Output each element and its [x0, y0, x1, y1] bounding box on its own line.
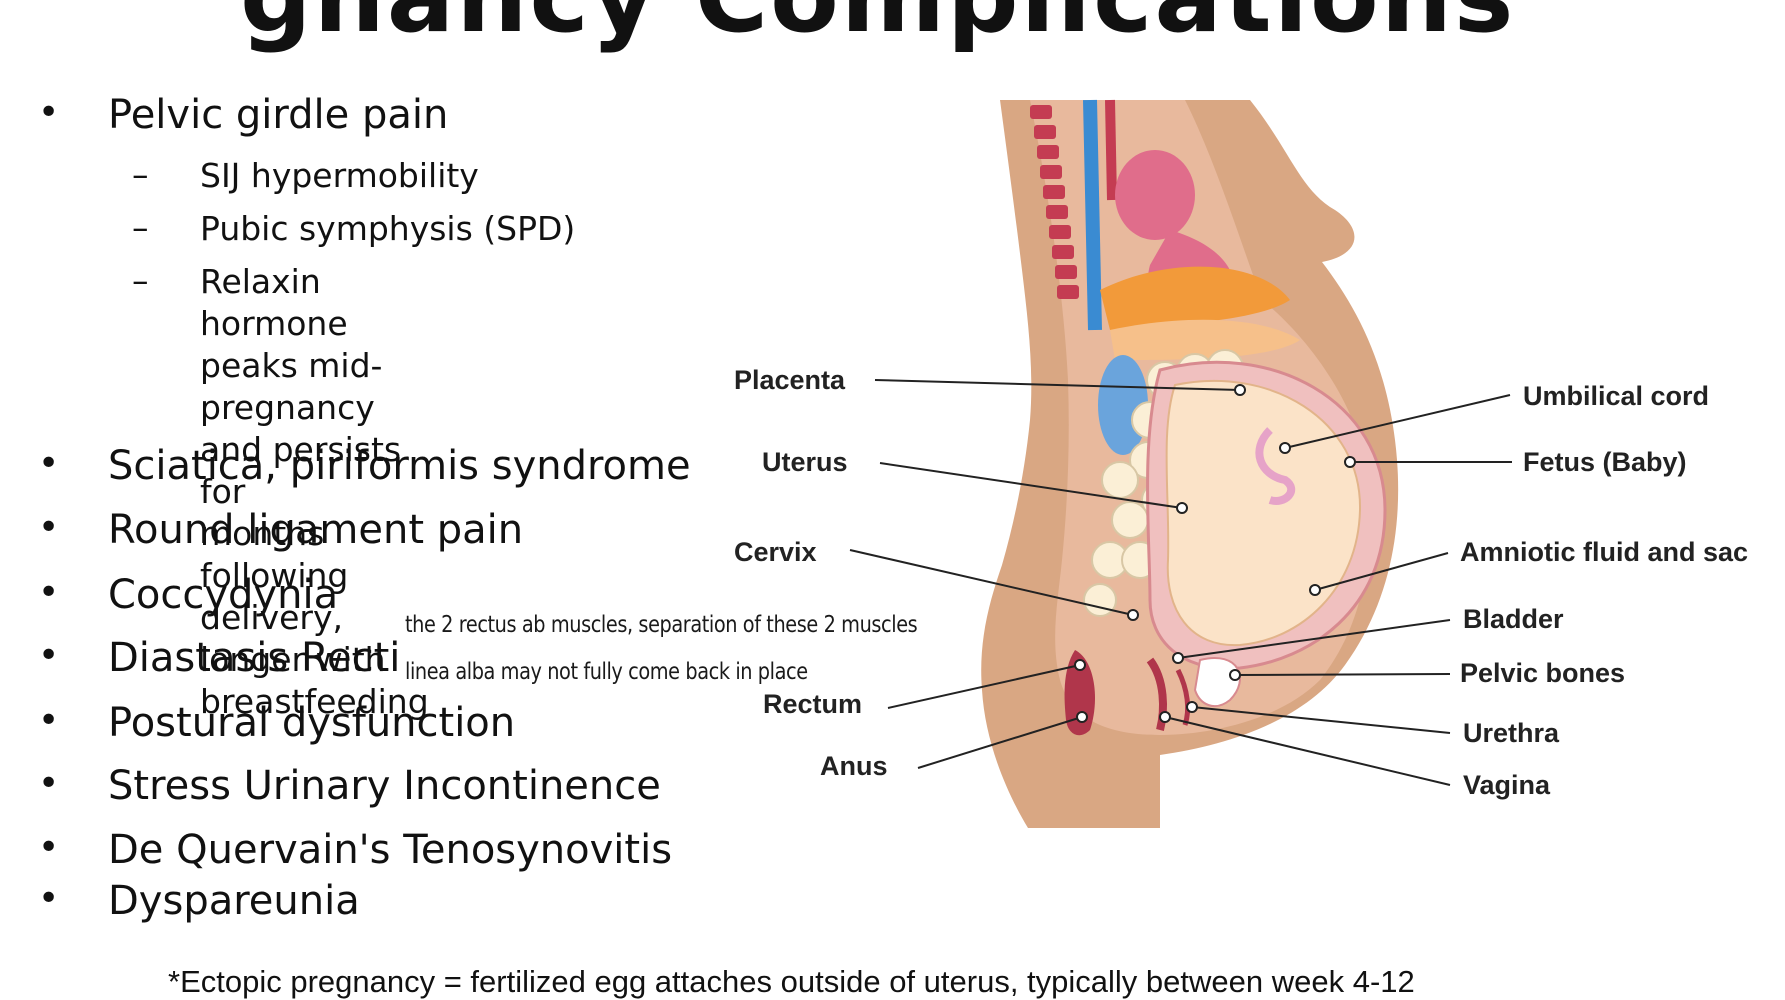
footnote: *Ectopic pregnancy = fertilized egg atta…	[168, 964, 1415, 999]
label-urethra: Urethra	[1463, 718, 1560, 748]
label-rectum: Rectum	[763, 689, 863, 719]
amniotic-leader-line	[1314, 552, 1449, 591]
rectum-leader-line	[887, 664, 1081, 709]
placenta-pointer	[1234, 384, 1246, 396]
label-bladder: Bladder	[1463, 604, 1564, 634]
sub-bullet-marker: –	[132, 208, 149, 247]
urethra-pointer	[1186, 701, 1198, 713]
blood-vessel	[1083, 99, 1102, 331]
anus-leader-line	[917, 716, 1083, 769]
liver	[1100, 266, 1290, 330]
sub-bullet-marker: –	[132, 261, 149, 300]
vagina-shape	[1146, 657, 1167, 731]
spine	[1030, 105, 1079, 299]
pelvic-bones-leader-line	[1234, 673, 1451, 676]
umbilical-cord-pointer	[1279, 442, 1291, 454]
bullet-marker: •	[38, 827, 60, 868]
umbilical-cord-shape	[1255, 427, 1296, 505]
amniotic-pointer	[1309, 584, 1321, 596]
uterus-pointer	[1176, 502, 1188, 514]
bladder-leader-line	[1177, 619, 1451, 659]
uterus-leader-line	[879, 462, 1183, 509]
bullet-text: Diastasis Recti	[108, 635, 401, 681]
sub-bullet-text: SIJ hypermobility	[200, 156, 479, 195]
rectum-shape	[1064, 650, 1095, 736]
vagina-pointer	[1159, 711, 1171, 723]
bullet-marker: •	[38, 92, 60, 133]
bladder-pointer	[1172, 652, 1184, 664]
bullet-marker: •	[38, 635, 60, 676]
bullet-marker: •	[38, 700, 60, 741]
handwritten-note: linea alba may not fully come back in pl…	[405, 659, 808, 685]
urethra-leader-line	[1191, 706, 1451, 734]
label-amniotic-fluid: Amniotic fluid and sac	[1460, 537, 1749, 567]
label-vagina: Vagina	[1463, 770, 1551, 800]
label-cervix: Cervix	[734, 537, 817, 567]
label-pelvic-bones: Pelvic bones	[1460, 658, 1626, 688]
bullet-text: Round ligament pain	[108, 507, 524, 553]
bullet-text: Dyspareunia	[108, 878, 360, 924]
sub-bullet-text: Relaxin hormone peaks mid- pregnancy and…	[200, 262, 429, 721]
blood-vessel	[1105, 99, 1117, 201]
bladder-shape	[1193, 657, 1241, 708]
anus-pointer	[1076, 711, 1088, 723]
bullet-text: Postural dysfunction	[108, 700, 516, 746]
label-anus: Anus	[820, 751, 888, 781]
bullet-text: Coccydynia	[108, 572, 339, 618]
diaphragm	[1110, 319, 1300, 360]
fetus-pointer	[1344, 456, 1356, 468]
bullet-marker: •	[38, 572, 60, 613]
bullet-text: De Quervain's Tenosynovitis	[108, 827, 673, 873]
bullet-marker: •	[38, 763, 60, 804]
bullet-text: Sciatica, piriformis syndrome	[108, 443, 691, 489]
cervix-pointer	[1127, 609, 1139, 621]
bullet-marker: •	[38, 443, 60, 484]
pelvic-bones-pointer	[1229, 669, 1241, 681]
sub-bullet-marker: –	[132, 155, 149, 194]
sub-bullet-text: Pubic symphysis (SPD)	[200, 209, 576, 248]
bullet-marker: •	[38, 507, 60, 548]
bullet-text: Pelvic girdle pain	[108, 92, 449, 138]
handwritten-note: the 2 rectus ab muscles, separation of t…	[405, 612, 918, 638]
label-placenta: Placenta	[734, 365, 846, 395]
slide-title: gnancy Complications	[240, 0, 1515, 55]
vagina-leader-line	[1164, 716, 1451, 786]
rectum-pointer	[1074, 659, 1086, 671]
label-fetus: Fetus (Baby)	[1523, 447, 1687, 477]
placenta-leader-line	[874, 379, 1241, 391]
cervix-leader-line	[849, 549, 1134, 616]
bullet-text: Stress Urinary Incontinence	[108, 763, 661, 809]
label-uterus: Uterus	[762, 447, 848, 477]
bullet-marker: •	[38, 878, 60, 919]
umbilical-cord-leader-line	[1284, 394, 1511, 449]
fetus	[1165, 380, 1362, 647]
label-umbilical-cord: Umbilical cord	[1523, 381, 1710, 411]
heart	[1115, 150, 1195, 240]
